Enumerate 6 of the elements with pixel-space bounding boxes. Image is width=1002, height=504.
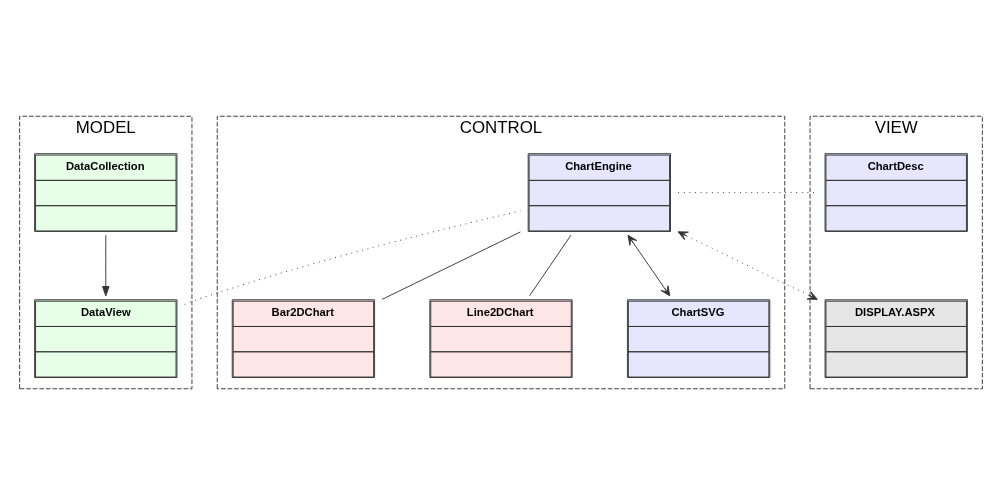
arrow bbox=[677, 230, 818, 300]
arrow bbox=[627, 234, 671, 296]
connector bbox=[184, 210, 521, 305]
arrow bbox=[102, 234, 110, 296]
connector bbox=[381, 231, 521, 300]
connector bbox=[529, 234, 572, 296]
